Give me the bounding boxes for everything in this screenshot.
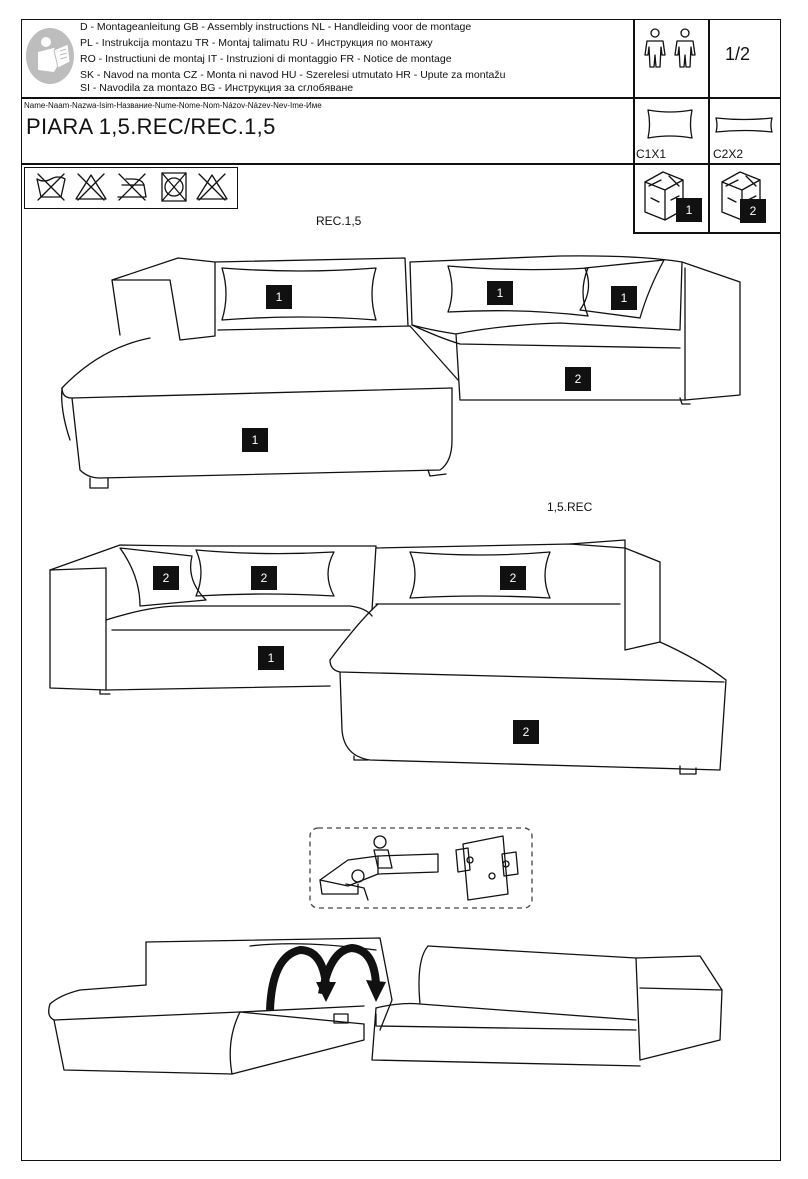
pillow-icon xyxy=(647,109,693,139)
language-line: SI - Navodila za montazo BG - Инструкция… xyxy=(80,82,354,94)
package-number-badge: 1 xyxy=(676,198,702,222)
package-number-badge: 2 xyxy=(251,566,277,590)
sofa-rec-1-5-illustration xyxy=(61,255,741,489)
name-labels: Name-Naam-Nazwa-Isim-Название-Nume-Nome-… xyxy=(24,101,322,110)
package-number-badge: 2 xyxy=(153,566,179,590)
product-title: PIARA 1,5.REC/REC.1,5 xyxy=(26,114,276,139)
language-line: D - Montageanleitung GB - Assembly instr… xyxy=(80,21,472,33)
package-number-badge: 2 xyxy=(500,566,526,590)
cushion-label: C2X2 xyxy=(713,147,744,161)
assembly-detail-illustration xyxy=(309,827,533,909)
package-number-badge: 1 xyxy=(266,285,292,309)
two-persons-icon xyxy=(644,28,696,68)
package-number-badge: 2 xyxy=(513,720,539,744)
no-tumble-dry-icon xyxy=(161,172,187,202)
page-frame xyxy=(21,19,781,1161)
page-number: 1/2 xyxy=(725,44,751,64)
care-symbols-box xyxy=(24,167,238,209)
package-number-badge: 1 xyxy=(487,281,513,305)
package-number-badge: 1 xyxy=(242,428,268,452)
language-line: RO - Instructiuni de montaj IT - Instruz… xyxy=(80,53,452,65)
package-number-badge: 2 xyxy=(740,199,766,223)
sofa-1-5-rec-illustration xyxy=(49,539,727,775)
language-line: SK - Navod na monta CZ - Monta ni navod … xyxy=(80,69,506,81)
diagram-caption: REC.1,5 xyxy=(316,214,362,228)
module-connection-illustration xyxy=(48,937,723,1075)
cushion-label: C1X1 xyxy=(636,147,667,161)
bolster-cushion-icon xyxy=(715,117,773,133)
no-iron-icon xyxy=(117,173,147,201)
package-number-badge: 2 xyxy=(565,367,591,391)
no-bleach-icon xyxy=(75,173,107,201)
no-wash-icon xyxy=(36,173,66,201)
package-number-badge: 1 xyxy=(611,286,637,310)
package-number-badge: 1 xyxy=(258,646,284,670)
language-line: PL - Instrukcija montazu TR - Montaj tal… xyxy=(80,37,433,49)
diagram-caption: 1,5.REC xyxy=(547,500,593,514)
no-chlorine-icon xyxy=(196,173,228,201)
read-manual-icon xyxy=(26,28,74,84)
